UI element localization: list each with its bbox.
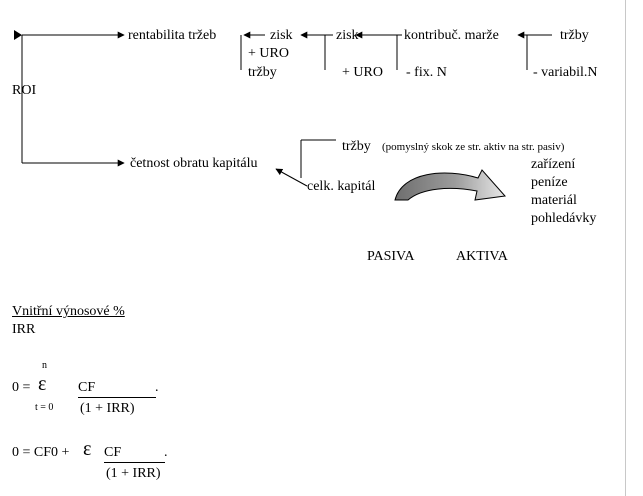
- formula1-lhs: 0 =: [12, 380, 31, 395]
- irr-heading: Vnitřní výnosové %: [12, 304, 125, 319]
- celk-kapital-label: celk. kapitál: [307, 179, 376, 194]
- plus-uro-label: + URO: [248, 46, 289, 61]
- zisk-second-label: zisk: [336, 28, 359, 43]
- pohledavky-label: pohledávky: [531, 211, 597, 226]
- formula2-lhs: 0 = CF0 +: [12, 445, 70, 460]
- formula2-denominator: (1 + IRR): [106, 466, 161, 481]
- aktiva-label: AKTIVA: [456, 249, 508, 264]
- formula1-denominator: (1 + IRR): [80, 401, 135, 416]
- formula1-dot: .: [155, 380, 159, 395]
- rentabilita-trzeb-label: rentabilita tržeb: [128, 28, 217, 43]
- kontribucni-marze-label: kontribuč. marže: [404, 28, 499, 43]
- variabil-naklady-label: - variabil.N: [533, 65, 598, 80]
- roi-label: ROI: [12, 83, 37, 98]
- roi-arrowhead: [14, 30, 22, 40]
- formula2-fraction-line: [104, 462, 165, 463]
- cetnost-obratu-label: četnost obratu kapitálu: [130, 156, 258, 171]
- formula1-lower-index: t = 0: [35, 402, 54, 413]
- formula1-sum-symbol: ε: [38, 373, 47, 395]
- plus-uro-second-label: + URO: [342, 65, 383, 80]
- formula2-sum-symbol: ε: [83, 438, 92, 460]
- formula1-upper-index: n: [42, 360, 47, 371]
- trzby-top-label: tržby: [560, 28, 589, 43]
- irr-abbreviation: IRR: [12, 322, 36, 337]
- page-right-border: [625, 0, 626, 496]
- curved-shaded-arrow: [394, 169, 506, 201]
- formula1-numerator: CF: [78, 380, 96, 395]
- formula2-dot: .: [164, 445, 168, 460]
- material-label: materiál: [531, 193, 577, 208]
- penize-label: peníze: [531, 175, 568, 190]
- pomyslny-skok-note: (pomyslný skok ze str. aktiv na str. pas…: [382, 141, 565, 153]
- formula2-numerator: CF: [104, 445, 122, 460]
- trzby-sub-label: tržby: [248, 65, 277, 80]
- pasiva-label: PASIVA: [367, 249, 415, 264]
- zarizeni-label: zařízení: [531, 157, 576, 172]
- fix-naklady-label: - fix. N: [406, 65, 447, 80]
- trzby-cetnost-label: tržby: [342, 139, 371, 154]
- zisk-label: zisk: [270, 28, 293, 43]
- celk-to-cetnost-connector: [275, 168, 308, 187]
- formula1-fraction-line: [78, 397, 156, 398]
